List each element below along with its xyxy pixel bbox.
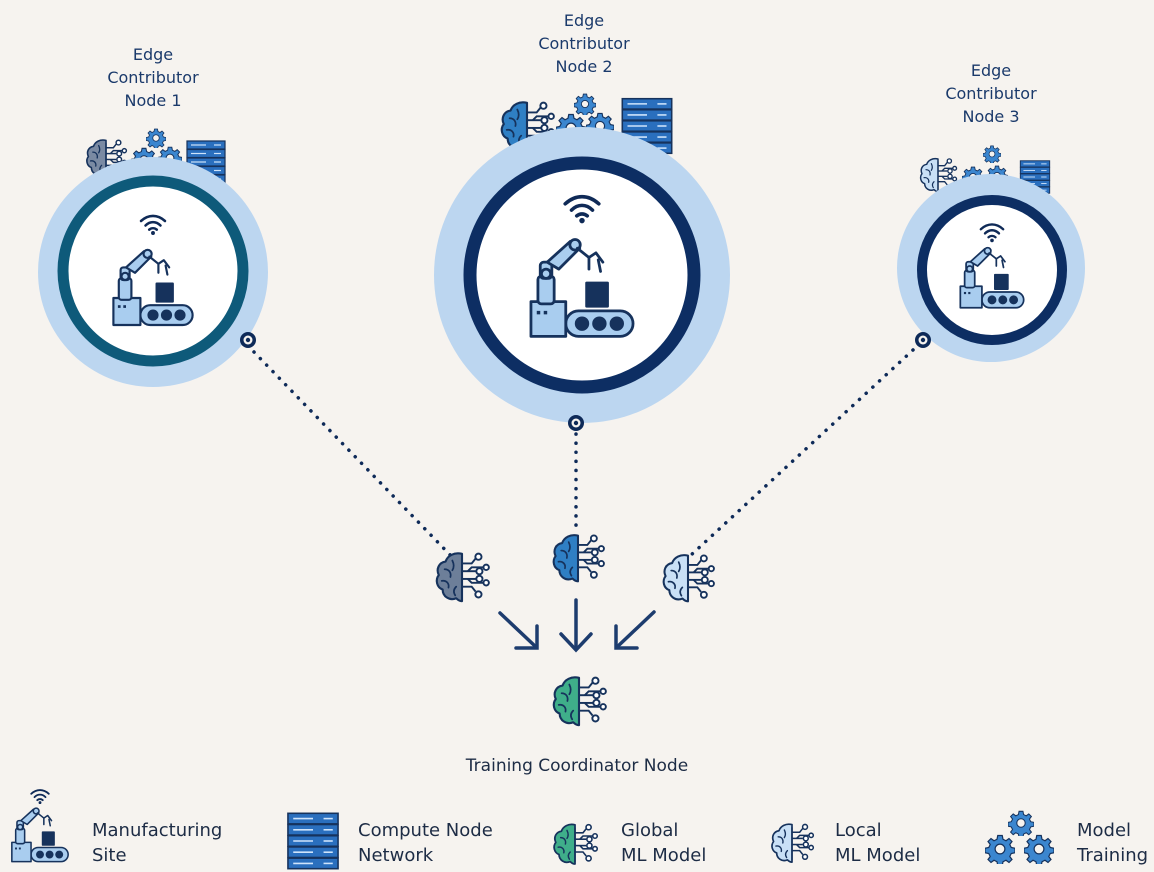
gear-icon — [146, 128, 166, 148]
legend-compute-node-network: Compute Node Network — [358, 818, 493, 868]
connection-line-3 — [688, 348, 915, 558]
legend-label-line-1: Model — [1077, 820, 1132, 841]
node-2-label: Edge Contributor Node 2 — [524, 9, 644, 78]
server-rack-icon — [287, 812, 339, 870]
legend-label-line-2: Site — [92, 845, 127, 866]
manufacturing-site-icon — [11, 807, 69, 863]
node-1-label: Edge Contributor Node 1 — [93, 43, 213, 112]
gears-icon — [985, 834, 1015, 864]
arrow-center — [559, 598, 593, 653]
global-brain-icon — [553, 823, 599, 865]
connector-dot — [915, 332, 931, 348]
local-model-brain-icon-2 — [552, 534, 605, 583]
legend-label-line-1: Compute Node — [358, 820, 493, 841]
arrow-left — [498, 611, 539, 650]
gear-icon — [1024, 834, 1054, 864]
node-2-label-line-3: Node 2 — [555, 57, 613, 76]
legend-label-line-1: Global — [621, 820, 679, 841]
node-3-label-line-3: Node 3 — [962, 107, 1020, 126]
edge-node-1 — [38, 128, 268, 387]
coordinator-label: Training Coordinator Node — [465, 756, 689, 776]
gear-icon — [1008, 810, 1034, 836]
legend-local-ml-model: Local ML Model — [835, 818, 920, 868]
node-2-label-line-2: Contributor — [538, 34, 630, 53]
node-2-inner-ring — [463, 156, 701, 394]
connector-dot — [240, 332, 256, 348]
gear-icon — [574, 93, 596, 115]
aggregation-arrows — [498, 598, 656, 653]
arrow-right — [614, 610, 656, 650]
legend-label-line-2: ML Model — [835, 845, 921, 866]
legend-label-line-2: ML Model — [621, 845, 707, 866]
legend-model-training: Model Training — [1077, 818, 1148, 868]
node-1-label-line-3: Node 1 — [124, 91, 182, 110]
node-2-label-line-1: Edge — [563, 11, 605, 30]
legend-label-line-1: Local — [835, 820, 882, 841]
legend-wifi-icon — [30, 789, 50, 805]
node-3-label-line-1: Edge — [970, 61, 1012, 80]
dotted-connections — [252, 348, 915, 562]
gear-icon — [983, 145, 1001, 163]
local-brain-icon — [771, 823, 815, 864]
connector-dot — [568, 415, 584, 431]
node-1-label-line-1: Edge — [132, 45, 174, 64]
edge-node-3 — [897, 145, 1085, 362]
local-model-brain-icon-1 — [435, 552, 490, 603]
global-model-brain-icon — [552, 676, 607, 727]
legend-label-line-2: Training — [1077, 845, 1149, 866]
connection-line-1 — [252, 350, 457, 562]
local-model-brain-icon-3 — [662, 554, 715, 603]
node-3-label-line-2: Contributor — [945, 84, 1037, 103]
legend-manufacturing-site: Manufacturing Site — [92, 818, 222, 868]
legend-global-ml-model: Global ML Model — [621, 818, 706, 868]
node-1-inner-ring — [57, 175, 249, 367]
legend-label-line-2: Network — [358, 845, 434, 866]
node-1-label-line-2: Contributor — [107, 68, 199, 87]
edge-node-2 — [434, 93, 730, 431]
node-3-label: Edge Contributor Node 3 — [931, 59, 1051, 128]
node-3-inner-ring — [917, 195, 1067, 345]
legend-label-line-1: Manufacturing — [92, 820, 223, 841]
